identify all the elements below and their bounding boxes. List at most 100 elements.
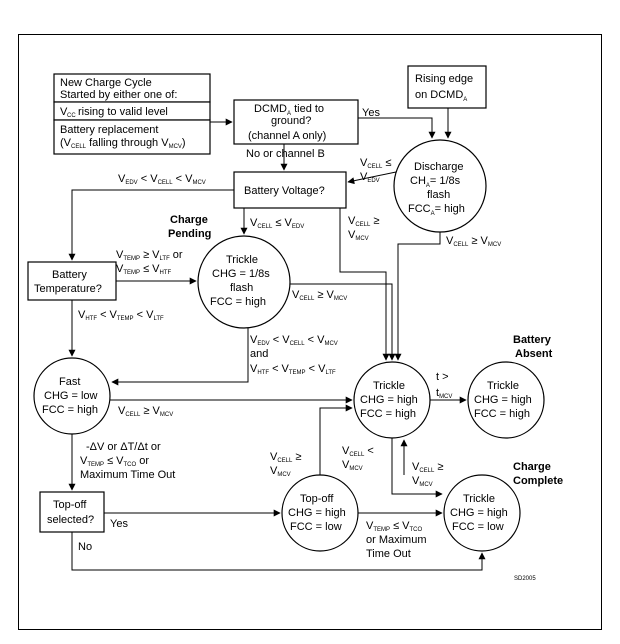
dcmd-decision-box: DCMDA tied to ground? (channel A only) xyxy=(233,99,359,145)
label-or-maximum: or Maximum xyxy=(366,534,427,546)
dcmd-line1: DCMDA tied to xyxy=(254,103,324,117)
dcmd-line3: (channel A only) xyxy=(248,130,326,142)
label-tmcv: tMCV xyxy=(436,387,452,400)
label-vedv-2: VEDV xyxy=(360,171,380,184)
trickle-pending-circle: Trickle CHG = 1/8s flash FCC = high xyxy=(197,235,291,329)
topoff-state-line3: FCC = low xyxy=(290,521,342,533)
trickle-absent-line2: CHG = high xyxy=(474,394,532,406)
trickle-pending-line2: CHG = 1/8s xyxy=(212,268,270,280)
label-and: and xyxy=(250,348,268,360)
heading-charge-complete-1: Charge xyxy=(513,461,551,473)
label-time-out: Time Out xyxy=(366,548,411,560)
label-vmcv-4: VMCV xyxy=(270,465,291,478)
label-vcell-le-vedv-2: VCELL ≤ VEDV xyxy=(250,217,304,230)
arrow-dcmd-yes xyxy=(358,117,436,139)
start-vcc-line: rising to valid level xyxy=(78,106,168,118)
arrow-topoff-no xyxy=(71,532,486,571)
label-vmcv-5: VMCV xyxy=(342,459,363,472)
label-fast-term-2: VTEMP ≤ VTCO or xyxy=(80,455,149,468)
connectors xyxy=(68,108,486,571)
arrow-pending-to-fast xyxy=(111,328,249,386)
heading-battery-absent-2: Absent xyxy=(515,348,553,360)
label-no-topoff: No xyxy=(78,541,92,553)
arrow-topoff-to-trickle xyxy=(319,404,353,475)
topoff-state-line2: CHG = high xyxy=(288,507,346,519)
fast-line1: Fast xyxy=(59,376,80,388)
arrow-trickle-to-complete xyxy=(391,438,443,498)
arrow-discharge-to-trickle xyxy=(394,232,441,361)
label-vmcv-1: VMCV xyxy=(348,229,369,242)
trickle-complete-line1: Trickle xyxy=(463,493,495,505)
trickle-complete-line2: CHG = high xyxy=(450,507,508,519)
battery-temperature-box: Battery Temperature? xyxy=(27,261,117,301)
label-vtemp-le-vtco: VTEMP ≤ VTCO xyxy=(366,520,423,533)
topoff-decision-box: Top-off selected? xyxy=(39,491,105,533)
arrow-voltage-to-temperature xyxy=(68,189,234,261)
trickle-main-line1: Trickle xyxy=(373,380,405,392)
heading-charge-pending-1: Charge xyxy=(170,214,208,226)
start-box: New Charge Cycle Started by either one o… xyxy=(53,73,211,155)
discharge-line2: CHA= 1/8s xyxy=(410,175,461,189)
start-title-1: New Charge Cycle xyxy=(60,77,152,89)
topoff-decision-line2: selected? xyxy=(47,514,94,526)
rising-edge-line2: on DCMDA xyxy=(415,89,467,103)
fast-line2: CHG = low xyxy=(44,390,98,402)
label-vtemp-le-vhtf: VTEMP ≤ VHTF xyxy=(116,263,172,276)
trickle-main-line3: FCC = high xyxy=(360,408,416,420)
battery-voltage-box: Battery Voltage? xyxy=(233,171,347,209)
arrow-pending-to-trickle xyxy=(290,283,396,361)
topoff-state-line1: Top-off xyxy=(300,493,334,505)
trickle-pending-line4: FCC = high xyxy=(210,296,266,308)
start-battery-1: Battery replacement xyxy=(60,124,158,136)
start-vcc-symbol: V xyxy=(60,106,68,118)
label-yes-topoff: Yes xyxy=(110,518,128,530)
label-t-gt: t > xyxy=(436,371,449,383)
trickle-pending-line3: flash xyxy=(230,282,253,294)
trickle-pending-line1: Trickle xyxy=(226,254,258,266)
rising-edge-box: Rising edge on DCMDA xyxy=(407,65,487,109)
trickle-complete-circle: Trickle CHG = high FCC = low xyxy=(443,474,521,552)
topoff-state-circle: Top-off CHG = high FCC = low xyxy=(281,474,359,552)
label-vcell-ge-vmcv-3: VCELL ≥ VMCV xyxy=(118,405,173,418)
label-vhtf-vtemp-vltf-2: VHTF < VTEMP < VLTF xyxy=(250,363,336,376)
label-vtemp-ge-vltf: VTEMP ≥ VLTF or xyxy=(116,249,183,262)
label-no-channel-b: No or channel B xyxy=(246,148,325,160)
label-vcell-ge: VCELL ≥ xyxy=(348,215,379,228)
label-vedv-vcell-vmcv: VEDV < VCELL < VMCV xyxy=(118,173,206,186)
label-vcell-ge-5: VCELL ≥ xyxy=(412,461,443,474)
trickle-main-circle: Trickle CHG = high FCC = high xyxy=(353,361,431,439)
fast-circle: Fast CHG = low FCC = high xyxy=(33,357,111,435)
arrow-voltage-to-trickle xyxy=(339,208,390,361)
label-vmcv-6: VMCV xyxy=(412,475,433,488)
trickle-absent-line3: FCC = high xyxy=(474,408,530,420)
start-battery-2: (VCELL falling through VMCV) xyxy=(60,137,186,150)
label-vcell-ge-4: VCELL ≥ xyxy=(270,451,301,464)
discharge-line3: flash xyxy=(427,189,450,201)
topoff-decision-line1: Top-off xyxy=(53,499,87,511)
discharge-circle: Discharge CHA= 1/8s flash FCCA= high xyxy=(393,139,487,233)
trickle-complete-line3: FCC = low xyxy=(452,521,504,533)
heading-charge-complete-2: Complete xyxy=(513,475,563,487)
heading-battery-absent-1: Battery xyxy=(513,334,552,346)
battery-voltage-label: Battery Voltage? xyxy=(244,185,325,197)
rising-edge-line1: Rising edge xyxy=(415,73,473,85)
label-vcell-ge-vmcv: VCELL ≥ VMCV xyxy=(446,235,501,248)
trickle-absent-line1: Trickle xyxy=(487,380,519,392)
battery-temperature-line1: Battery xyxy=(52,269,87,281)
label-vedv-vcell-vmcv-2: VEDV < VCELL < VMCV xyxy=(250,334,338,347)
label-vhtf-vtemp-vltf: VHTF < VTEMP < VLTF xyxy=(78,309,164,322)
heading-charge-pending-2: Pending xyxy=(168,228,211,240)
discharge-line1: Discharge xyxy=(414,161,464,173)
arrow-discharge-to-voltage xyxy=(347,171,397,185)
diagram-frame xyxy=(18,34,602,630)
label-vcell-le-vedv: VCELL ≤ xyxy=(360,157,391,170)
figure-code: SD2005 xyxy=(514,576,536,582)
discharge-line4: FCCA= high xyxy=(408,203,465,217)
start-title-2: Started by either one of: xyxy=(60,89,177,101)
trickle-main-line2: CHG = high xyxy=(360,394,418,406)
label-fast-term-3: Maximum Time Out xyxy=(80,469,175,481)
battery-temperature-line2: Temperature? xyxy=(34,283,102,295)
start-vcc-sub: CC xyxy=(67,113,76,119)
label-vcell-ge-vmcv-2: VCELL ≥ VMCV xyxy=(292,289,347,302)
